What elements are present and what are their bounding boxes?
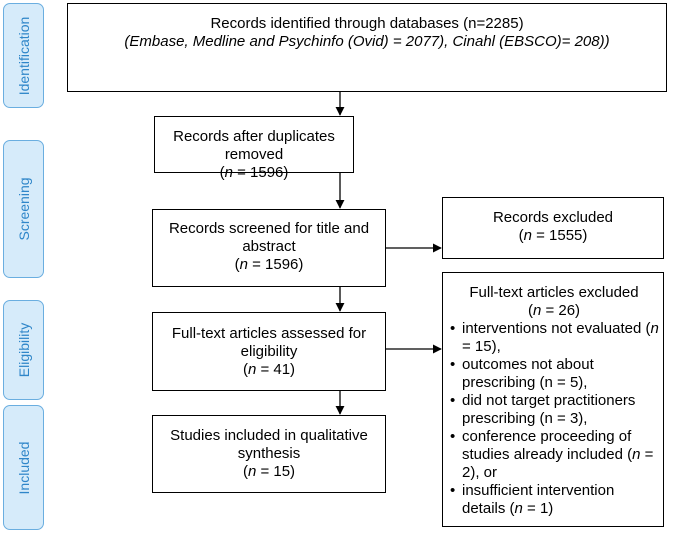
records-identified-sources: (Embase, Medline and Psychinfo (Ovid) = … xyxy=(124,33,610,50)
fulltext-excluded-count: (n = 26) xyxy=(527,302,581,319)
exclusion-reason-item: outcomes not about prescribing (n = 5), xyxy=(449,356,659,392)
exclusion-reason-item: interventions not evaluated (n = 15), xyxy=(449,320,659,356)
fulltext-assessed-title: Full-text articles assessed for xyxy=(171,325,367,342)
exclusion-reasons-list: interventions not evaluated (n = 15), ou… xyxy=(449,320,659,518)
phase-eligibility: Eligibility xyxy=(3,300,44,400)
exclusion-reason-item: insufficient intervention details (n = 1… xyxy=(449,482,659,518)
fulltext-assessed-count: (n = 41) xyxy=(242,361,296,378)
phase-included: Included xyxy=(3,405,44,530)
duplicates-removed-count: (n = 1596) xyxy=(219,164,289,181)
phase-screening: Screening xyxy=(3,140,44,278)
records-excluded-box: Records excluded (n = 1555) xyxy=(442,197,664,259)
phase-identification: Identification xyxy=(3,3,44,108)
studies-included-title: Studies included in qualitative xyxy=(170,427,368,444)
records-identified-box: Records identified through databases (n=… xyxy=(67,3,667,92)
exclusion-reason-item: did not target practitioners prescribing… xyxy=(449,392,659,428)
records-screened-title: Records screened for title and xyxy=(168,220,370,237)
studies-included-count: (n = 15) xyxy=(242,463,296,480)
studies-included-box: Studies included in qualitative synthesi… xyxy=(152,415,386,493)
fulltext-excluded-title: Full-text articles excluded xyxy=(469,284,639,301)
duplicates-removed-title: Records after duplicates removed xyxy=(173,128,335,163)
records-identified-title: Records identified through databases (n=… xyxy=(210,15,524,32)
fulltext-assessed-box: Full-text articles assessed for eligibil… xyxy=(152,312,386,391)
fulltext-assessed-title-2: eligibility xyxy=(240,343,298,360)
records-excluded-count: (n = 1555) xyxy=(518,227,588,244)
exclusion-reason-item: conference proceeding of studies already… xyxy=(449,428,659,482)
fulltext-excluded-box: Full-text articles excluded (n = 26) int… xyxy=(442,272,664,527)
records-screened-count: (n = 1596) xyxy=(234,256,304,273)
records-excluded-title: Records excluded xyxy=(492,209,614,226)
studies-included-title-2: synthesis xyxy=(237,445,301,462)
records-screened-box: Records screened for title and abstract … xyxy=(152,209,386,287)
duplicates-removed-box: Records after duplicates removed (n = 15… xyxy=(154,116,354,181)
records-screened-title-2: abstract xyxy=(242,238,296,255)
